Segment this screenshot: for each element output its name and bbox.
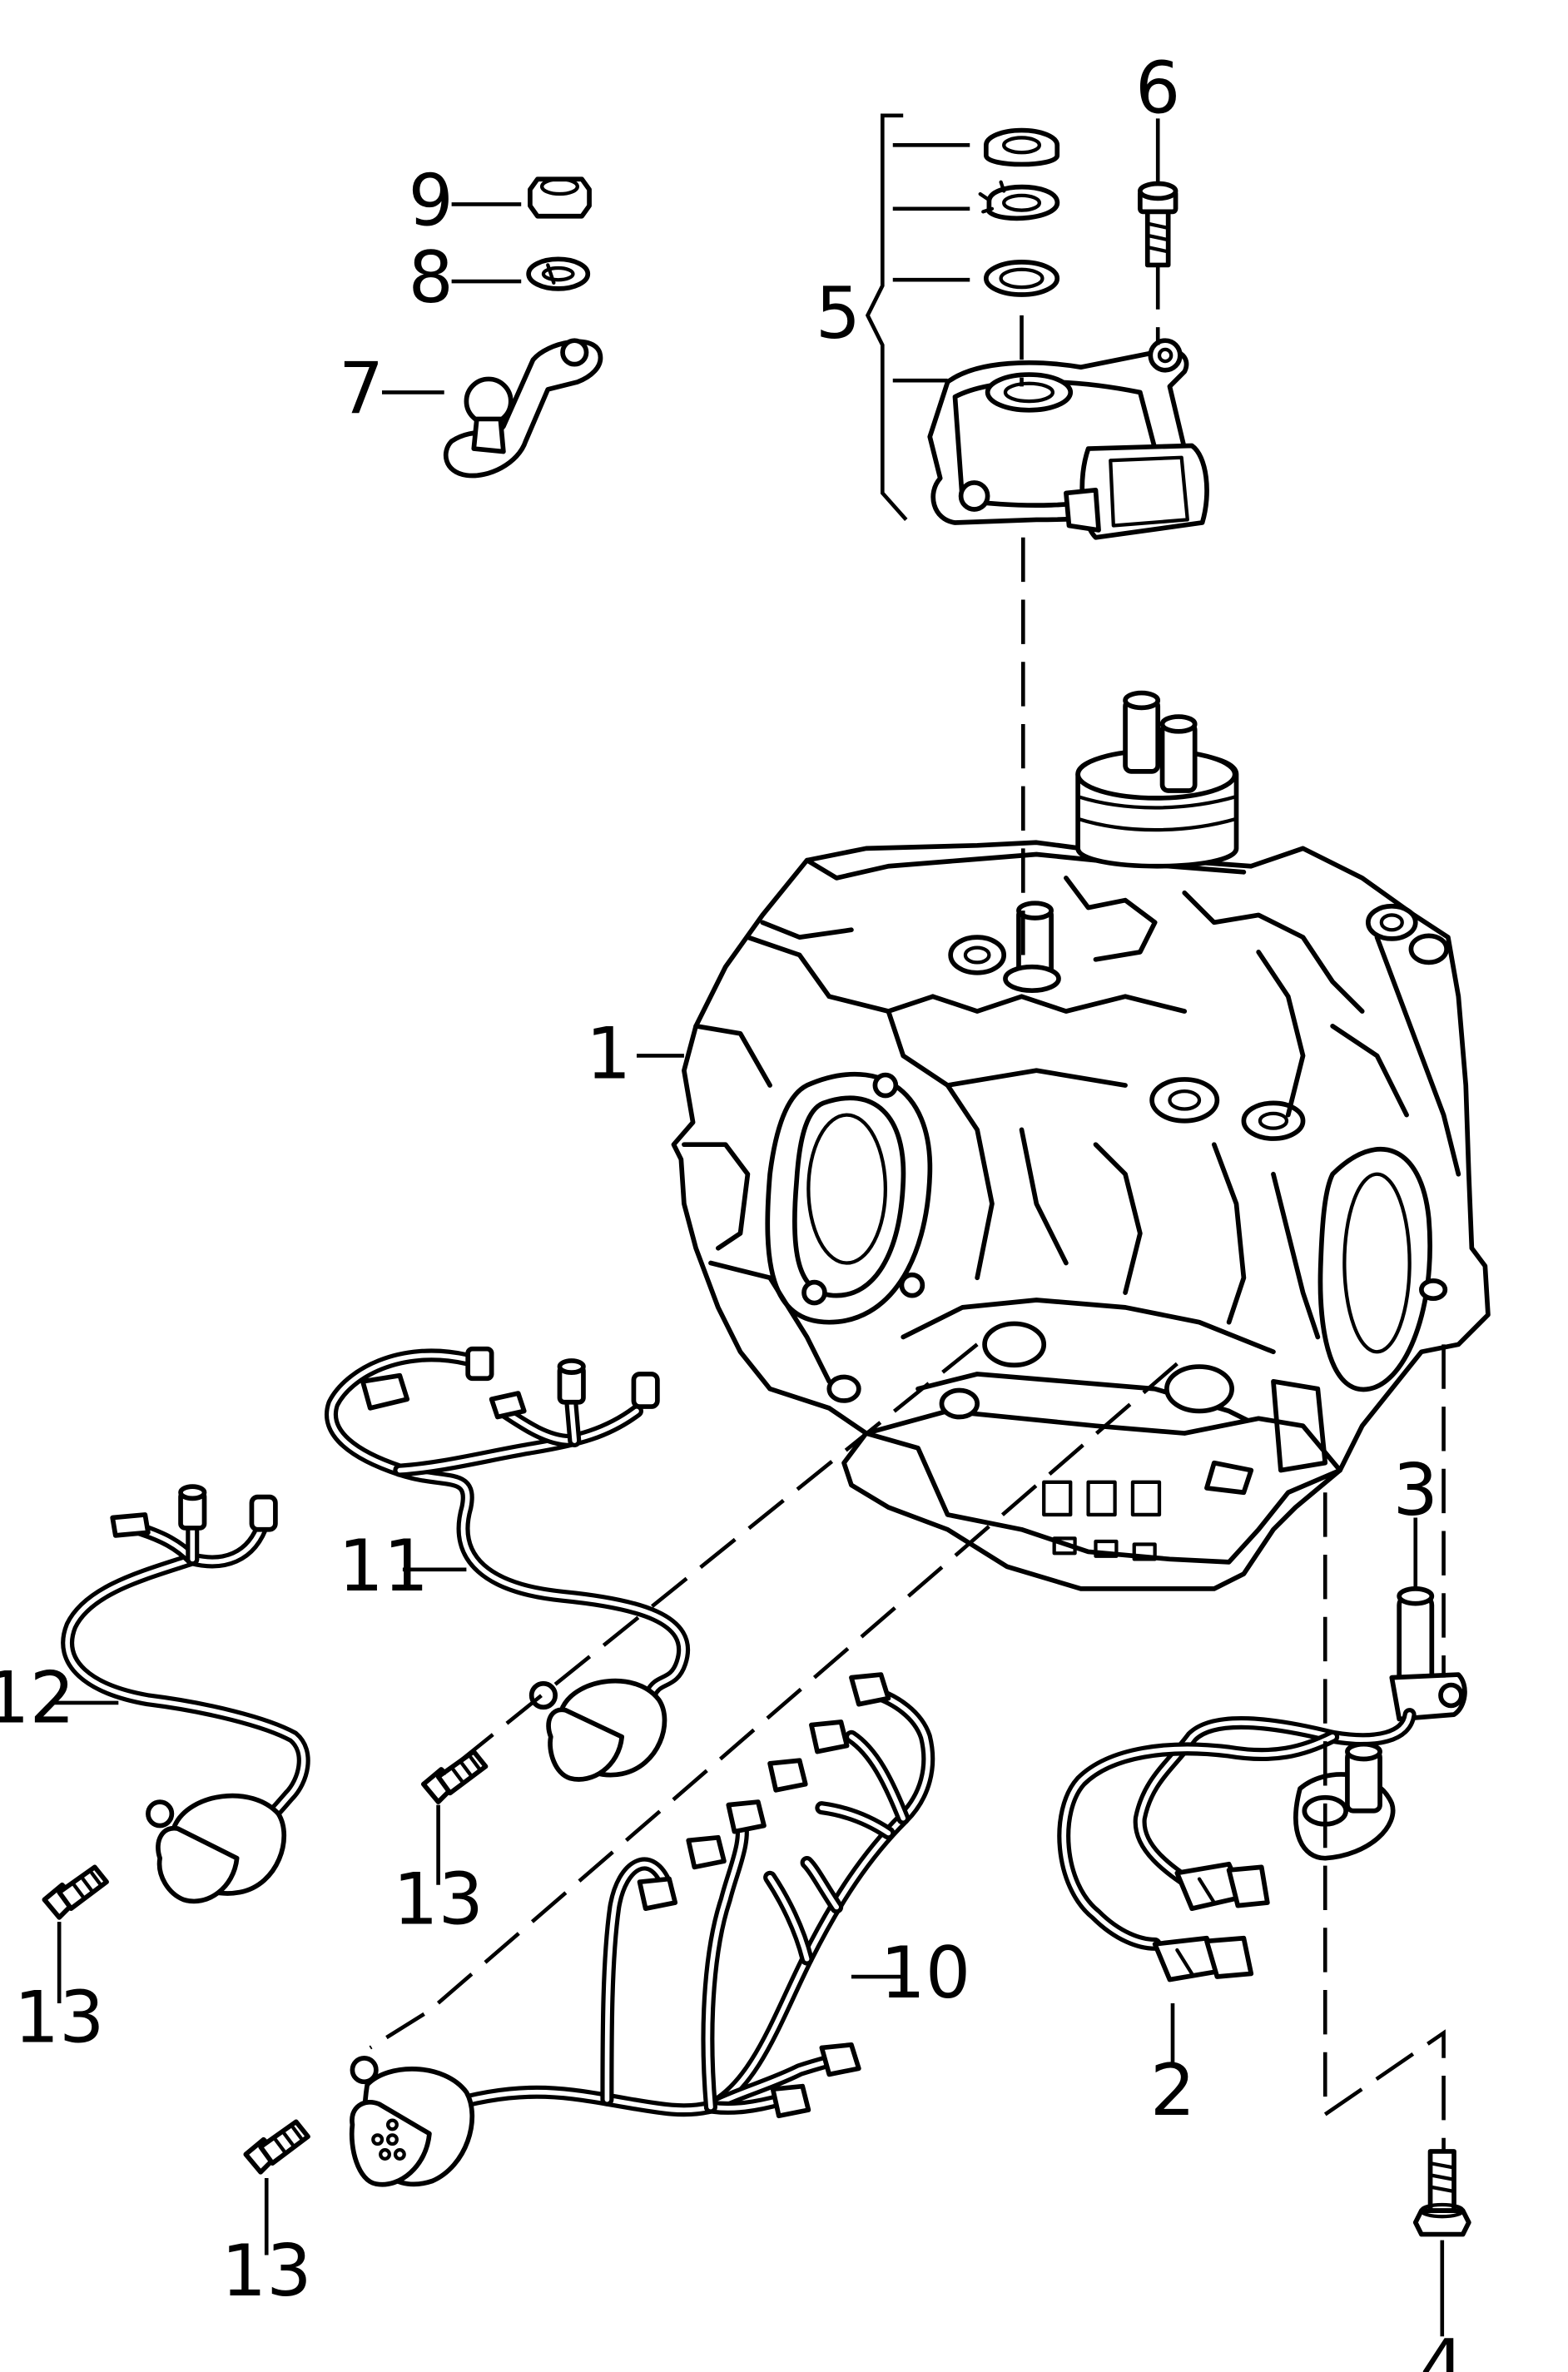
lock-washer-group-5[interactable] bbox=[978, 180, 1060, 221]
bolt-4[interactable] bbox=[1412, 2149, 1471, 2237]
assembly-guide-lines bbox=[369, 265, 1446, 2151]
callout-7: 7 bbox=[339, 349, 384, 431]
callout-13-b: 13 bbox=[393, 1858, 484, 1941]
callout-5: 5 bbox=[816, 273, 861, 355]
ball-stud-bracket[interactable] bbox=[443, 338, 603, 479]
callout-10: 10 bbox=[881, 1933, 971, 2015]
wiring-harness-11[interactable] bbox=[325, 1346, 690, 1782]
callout-12: 12 bbox=[0, 1657, 75, 1739]
nut-group-5[interactable] bbox=[983, 127, 1060, 167]
bolt-13-b[interactable] bbox=[420, 1749, 489, 1804]
speed-sensor[interactable] bbox=[1389, 1586, 1467, 1722]
bolt-13-c[interactable] bbox=[243, 2119, 310, 2175]
callout-leaders bbox=[52, 113, 1445, 2337]
callout-9: 9 bbox=[409, 161, 454, 243]
gearbox-housing[interactable] bbox=[671, 690, 1491, 1591]
callout-labels: 1 2 3 4 5 6 7 8 9 10 11 12 13 13 13 bbox=[0, 48, 1465, 2372]
callout-13-a: 13 bbox=[14, 1977, 105, 2060]
callout-6: 6 bbox=[1135, 48, 1180, 131]
wiring-harness-12[interactable] bbox=[61, 1484, 310, 1904]
callout-13-c: 13 bbox=[221, 2231, 312, 2313]
nut-9[interactable] bbox=[528, 176, 592, 219]
callout-2: 2 bbox=[1150, 2050, 1195, 2132]
callout-4: 4 bbox=[1420, 2325, 1465, 2372]
callout-1: 1 bbox=[586, 1013, 631, 1095]
multi-function-switch[interactable] bbox=[927, 338, 1209, 540]
callout-8: 8 bbox=[409, 237, 454, 320]
bolt-6[interactable] bbox=[1138, 181, 1178, 268]
wiring-harness-10[interactable] bbox=[349, 1672, 935, 2187]
wiring-harness-2[interactable] bbox=[1057, 1708, 1417, 1982]
callout-11: 11 bbox=[338, 1526, 429, 1608]
callout-3: 3 bbox=[1393, 1450, 1438, 1532]
spring-washer-8[interactable] bbox=[526, 256, 591, 291]
washer-group-5[interactable] bbox=[983, 260, 1060, 297]
bolt-13-a[interactable] bbox=[42, 1864, 109, 1920]
